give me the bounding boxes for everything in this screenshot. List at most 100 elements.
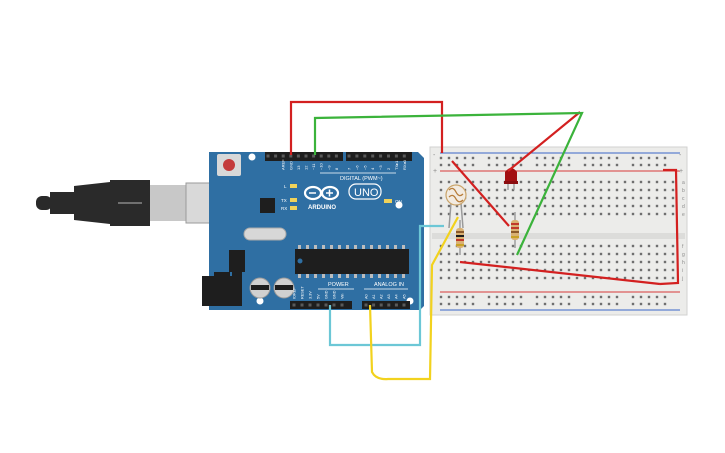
- breadboard-hole[interactable]: [647, 295, 651, 299]
- breadboard-hole[interactable]: [471, 244, 475, 248]
- breadboard-hole[interactable]: [671, 204, 675, 208]
- breadboard-hole[interactable]: [511, 295, 515, 299]
- breadboard-hole[interactable]: [487, 204, 491, 208]
- breadboard-hole[interactable]: [639, 212, 643, 216]
- breadboard-hole[interactable]: [591, 156, 595, 160]
- pin-hole[interactable]: [379, 303, 383, 307]
- breadboard-hole[interactable]: [599, 244, 603, 248]
- breadboard-hole[interactable]: [591, 252, 595, 256]
- breadboard-hole[interactable]: [663, 212, 667, 216]
- breadboard-hole[interactable]: [495, 188, 499, 192]
- breadboard-hole[interactable]: [543, 196, 547, 200]
- breadboard-hole[interactable]: [583, 204, 587, 208]
- breadboard-hole[interactable]: [439, 163, 443, 167]
- breadboard-hole[interactable]: [447, 295, 451, 299]
- breadboard-hole[interactable]: [663, 276, 667, 280]
- breadboard-hole[interactable]: [559, 188, 563, 192]
- breadboard-hole[interactable]: [551, 295, 555, 299]
- pin-hole[interactable]: [364, 303, 368, 307]
- breadboard-hole[interactable]: [447, 252, 451, 256]
- pin-hole[interactable]: [296, 154, 300, 158]
- breadboard-hole[interactable]: [527, 260, 531, 264]
- breadboard-hole[interactable]: [647, 188, 651, 192]
- breadboard-hole[interactable]: [471, 156, 475, 160]
- breadboard-hole[interactable]: [647, 204, 651, 208]
- breadboard-hole[interactable]: [591, 268, 595, 272]
- pin-hole[interactable]: [334, 154, 338, 158]
- breadboard-hole[interactable]: [551, 302, 555, 306]
- breadboard-hole[interactable]: [455, 180, 459, 184]
- breadboard-hole[interactable]: [535, 252, 539, 256]
- breadboard-hole[interactable]: [495, 260, 499, 264]
- breadboard-hole[interactable]: [607, 180, 611, 184]
- breadboard-hole[interactable]: [631, 212, 635, 216]
- breadboard-hole[interactable]: [455, 156, 459, 160]
- breadboard-hole[interactable]: [495, 295, 499, 299]
- breadboard-hole[interactable]: [591, 180, 595, 184]
- breadboard-hole[interactable]: [439, 212, 443, 216]
- breadboard-hole[interactable]: [607, 163, 611, 167]
- breadboard-hole[interactable]: [487, 302, 491, 306]
- breadboard-hole[interactable]: [671, 212, 675, 216]
- breadboard-hole[interactable]: [567, 212, 571, 216]
- breadboard-hole[interactable]: [607, 196, 611, 200]
- breadboard-hole[interactable]: [439, 276, 443, 280]
- breadboard-hole[interactable]: [503, 260, 507, 264]
- breadboard-hole[interactable]: [495, 252, 499, 256]
- breadboard-hole[interactable]: [495, 212, 499, 216]
- pin-hole[interactable]: [274, 154, 278, 158]
- breadboard-hole[interactable]: [543, 276, 547, 280]
- breadboard-hole[interactable]: [535, 156, 539, 160]
- breadboard-hole[interactable]: [599, 252, 603, 256]
- breadboard-hole[interactable]: [535, 180, 539, 184]
- breadboard-hole[interactable]: [623, 188, 627, 192]
- breadboard-hole[interactable]: [543, 212, 547, 216]
- breadboard-hole[interactable]: [535, 204, 539, 208]
- breadboard-hole[interactable]: [671, 252, 675, 256]
- breadboard-hole[interactable]: [655, 163, 659, 167]
- breadboard-hole[interactable]: [567, 196, 571, 200]
- breadboard-hole[interactable]: [519, 196, 523, 200]
- breadboard-hole[interactable]: [535, 244, 539, 248]
- breadboard-hole[interactable]: [511, 244, 515, 248]
- wire-red-gnd[interactable]: [289, 100, 444, 155]
- breadboard-hole[interactable]: [535, 163, 539, 167]
- breadboard-hole[interactable]: [487, 276, 491, 280]
- breadboard-hole[interactable]: [663, 244, 667, 248]
- breadboard-hole[interactable]: [439, 295, 443, 299]
- breadboard-hole[interactable]: [607, 156, 611, 160]
- breadboard-hole[interactable]: [591, 163, 595, 167]
- breadboard-hole[interactable]: [623, 180, 627, 184]
- breadboard-hole[interactable]: [535, 302, 539, 306]
- breadboard-hole[interactable]: [463, 302, 467, 306]
- breadboard-hole[interactable]: [615, 276, 619, 280]
- breadboard-hole[interactable]: [599, 180, 603, 184]
- breadboard-hole[interactable]: [519, 180, 523, 184]
- breadboard-hole[interactable]: [575, 244, 579, 248]
- breadboard-hole[interactable]: [615, 295, 619, 299]
- breadboard-hole[interactable]: [447, 302, 451, 306]
- breadboard-hole[interactable]: [527, 244, 531, 248]
- breadboard-hole[interactable]: [503, 302, 507, 306]
- breadboard-hole[interactable]: [471, 180, 475, 184]
- breadboard-hole[interactable]: [591, 302, 595, 306]
- breadboard-hole[interactable]: [639, 163, 643, 167]
- breadboard-hole[interactable]: [615, 204, 619, 208]
- breadboard-hole[interactable]: [455, 163, 459, 167]
- breadboard-hole[interactable]: [495, 244, 499, 248]
- breadboard-hole[interactable]: [543, 302, 547, 306]
- breadboard-hole[interactable]: [671, 244, 675, 248]
- breadboard-hole[interactable]: [487, 212, 491, 216]
- breadboard-hole[interactable]: [591, 295, 595, 299]
- breadboard-hole[interactable]: [583, 244, 587, 248]
- breadboard-hole[interactable]: [479, 196, 483, 200]
- breadboard-hole[interactable]: [631, 156, 635, 160]
- breadboard-hole[interactable]: [559, 268, 563, 272]
- pin-hole[interactable]: [355, 154, 359, 158]
- breadboard-hole[interactable]: [599, 204, 603, 208]
- breadboard-hole[interactable]: [543, 244, 547, 248]
- breadboard-hole[interactable]: [551, 163, 555, 167]
- wire-red-rail[interactable]: [459, 111, 680, 286]
- breadboard-hole[interactable]: [559, 302, 563, 306]
